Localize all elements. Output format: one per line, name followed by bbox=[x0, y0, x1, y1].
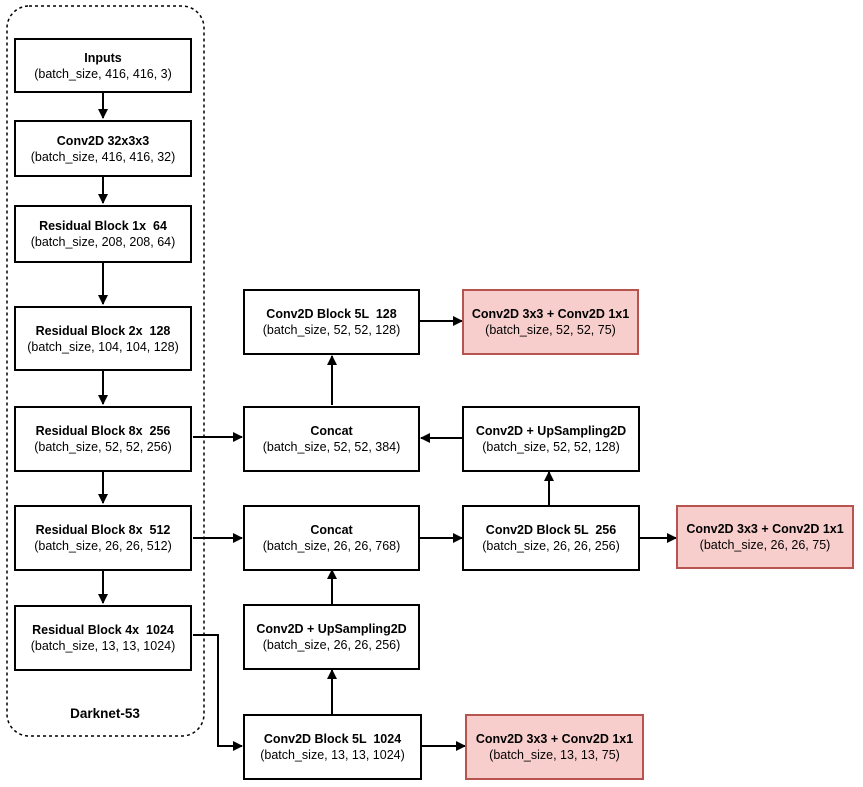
node-title: Concat bbox=[310, 523, 353, 537]
node-inputs: Inputs (batch_size, 416, 416, 3) bbox=[14, 38, 192, 93]
node-shape: (batch_size, 416, 416, 32) bbox=[30, 149, 176, 164]
node-conv2d-block-5l-128: Conv2D Block 5L 128 (batch_size, 52, 52,… bbox=[243, 289, 420, 355]
node-shape: (batch_size, 26, 26, 256) bbox=[482, 539, 620, 553]
node-title: Conv2D 3x3 + Conv2D 1x1 bbox=[686, 522, 844, 536]
node-conv2d-block-5l-256: Conv2D Block 5L 256 (batch_size, 26, 26,… bbox=[462, 505, 640, 571]
node-shape: (batch_size, 13, 13, 1024) bbox=[30, 639, 176, 653]
node-shape: (batch_size, 52, 52, 256) bbox=[34, 440, 172, 454]
node-shape: (batch_size, 52, 52, 128) bbox=[482, 440, 620, 454]
node-conv2d-upsampling-256: Conv2D + UpSampling2D (batch_size, 26, 2… bbox=[243, 604, 420, 670]
node-shape: (batch_size, 52, 52, 128) bbox=[262, 323, 401, 337]
node-shape: (batch_size, 26, 26, 75) bbox=[699, 538, 831, 552]
node-shape: (batch_size, 13, 13, 75) bbox=[489, 748, 620, 762]
node-residual-block-1x-64: Residual Block 1x 64 (batch_size, 208, 2… bbox=[14, 205, 192, 263]
node-title: Conv2D 32x3x3 bbox=[56, 133, 150, 148]
node-conv2d-32x3x3: Conv2D 32x3x3 (batch_size, 416, 416, 32) bbox=[14, 120, 192, 177]
node-title: Conv2D + UpSampling2D bbox=[256, 622, 407, 636]
node-output-26x26: Conv2D 3x3 + Conv2D 1x1 (batch_size, 26,… bbox=[676, 505, 854, 569]
node-title: Residual Block 1x 64 bbox=[39, 219, 167, 233]
darknet53-label: Darknet-53 bbox=[70, 706, 140, 721]
node-title: Residual Block 8x 512 bbox=[35, 523, 171, 537]
node-shape: (batch_size, 416, 416, 3) bbox=[34, 66, 172, 81]
darknet53-group-frame bbox=[6, 5, 205, 737]
node-residual-block-8x-256: Residual Block 8x 256 (batch_size, 52, 5… bbox=[14, 406, 192, 472]
node-concat-384: Concat (batch_size, 52, 52, 384) bbox=[243, 406, 420, 472]
node-title: Conv2D 3x3 + Conv2D 1x1 bbox=[475, 732, 634, 746]
node-shape: (batch_size, 208, 208, 64) bbox=[30, 235, 176, 249]
node-concat-768: Concat (batch_size, 26, 26, 768) bbox=[243, 505, 420, 571]
node-title: Conv2D Block 5L 128 bbox=[266, 307, 397, 321]
node-output-52x52: Conv2D 3x3 + Conv2D 1x1 (batch_size, 52,… bbox=[462, 289, 639, 355]
node-title: Residual Block 8x 256 bbox=[35, 424, 171, 438]
node-title: Conv2D Block 5L 256 bbox=[485, 523, 617, 537]
node-residual-block-4x-1024: Residual Block 4x 1024 (batch_size, 13, … bbox=[14, 605, 192, 671]
node-residual-block-2x-128: Residual Block 2x 128 (batch_size, 104, … bbox=[14, 306, 192, 371]
node-conv2d-upsampling-128: Conv2D + UpSampling2D (batch_size, 52, 5… bbox=[462, 406, 640, 472]
node-title: Concat bbox=[310, 424, 353, 438]
node-title: Conv2D 3x3 + Conv2D 1x1 bbox=[471, 307, 630, 321]
node-title: Conv2D Block 5L 1024 bbox=[263, 732, 402, 746]
node-shape: (batch_size, 13, 13, 1024) bbox=[260, 748, 405, 762]
node-conv2d-block-5l-1024: Conv2D Block 5L 1024 (batch_size, 13, 13… bbox=[243, 714, 422, 780]
node-output-13x13: Conv2D 3x3 + Conv2D 1x1 (batch_size, 13,… bbox=[465, 714, 644, 780]
edge-res4x1024-to-block5l1024 bbox=[193, 634, 243, 751]
node-shape: (batch_size, 52, 52, 75) bbox=[485, 323, 616, 337]
node-shape: (batch_size, 26, 26, 768) bbox=[262, 539, 401, 553]
node-shape: (batch_size, 104, 104, 128) bbox=[27, 339, 179, 354]
node-title: Inputs bbox=[84, 50, 122, 65]
node-shape: (batch_size, 26, 26, 512) bbox=[34, 539, 172, 553]
node-shape: (batch_size, 26, 26, 256) bbox=[262, 638, 401, 652]
node-title: Residual Block 4x 1024 bbox=[32, 623, 174, 637]
node-shape: (batch_size, 52, 52, 384) bbox=[262, 440, 401, 454]
node-title: Residual Block 2x 128 bbox=[35, 323, 171, 338]
node-title: Conv2D + UpSampling2D bbox=[475, 424, 627, 438]
node-residual-block-8x-512: Residual Block 8x 512 (batch_size, 26, 2… bbox=[14, 505, 192, 571]
